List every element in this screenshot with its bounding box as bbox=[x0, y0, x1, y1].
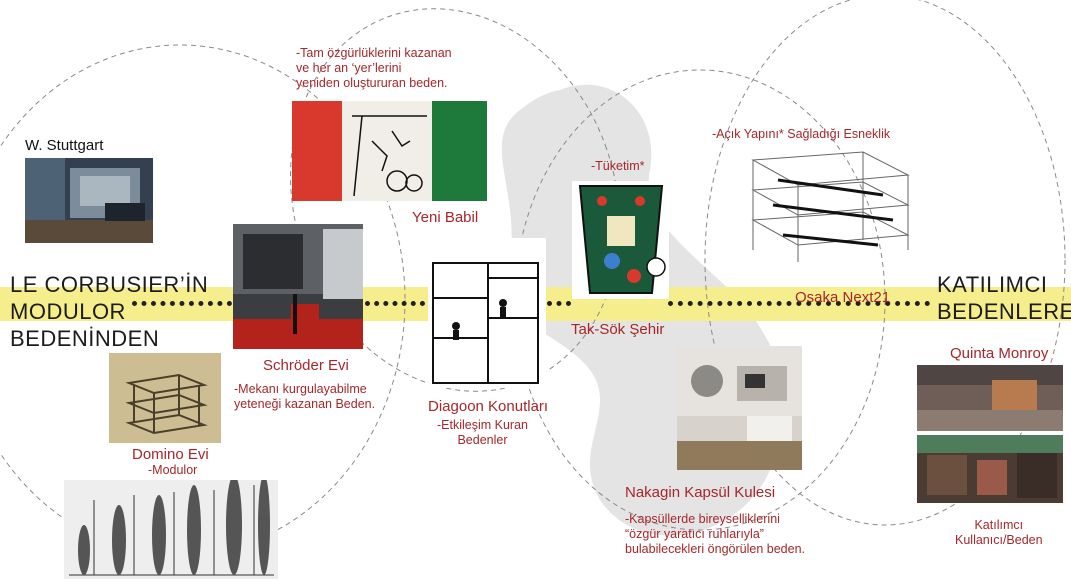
right-title: KATILIMCI BEDENLERE bbox=[937, 271, 1071, 325]
babil-label: Yeni Babil bbox=[412, 209, 479, 226]
acik-yapi-label: -Açık Yapını* Sağladığı Esneklik bbox=[712, 127, 891, 141]
taksok-label: Tak-Sök Şehir bbox=[571, 321, 665, 338]
schroder-description-line1: -Mekanı kurgulayabilme bbox=[234, 382, 367, 396]
stuttgart-label: W. Stuttgart bbox=[25, 137, 104, 154]
diagoon-description-line2: Bedenler bbox=[457, 433, 508, 447]
modulor-drawing bbox=[64, 480, 278, 579]
right-title-line2: BEDENLERE bbox=[937, 299, 1071, 324]
taksok-artwork bbox=[572, 181, 669, 299]
nakagin-description: -Kapsüllerde bireyselliklerini “özgür ya… bbox=[625, 512, 805, 557]
dotted-line-mid2 bbox=[547, 301, 571, 306]
ellipse-modulor bbox=[0, 44, 406, 556]
modulor-label: -Modulor bbox=[148, 463, 198, 477]
quinta-photo-1 bbox=[917, 365, 1063, 431]
schroder-photo bbox=[233, 224, 363, 349]
nakagin-description-line3: bulabilecekleri öngörülen beden. bbox=[625, 542, 805, 556]
schroder-label: Schröder Evi bbox=[263, 357, 349, 374]
diagoon-drawing bbox=[428, 238, 546, 388]
domino-photo bbox=[109, 353, 221, 443]
diagoon-description: -Etkileşim Kuran Bedenler bbox=[437, 418, 528, 448]
left-title-line1: LE CORBUSIER’İN bbox=[10, 272, 209, 297]
nakagin-description-line2: “özgür yaratıcı ruhlarıyla” bbox=[625, 527, 764, 541]
dotted-line-left bbox=[132, 301, 232, 306]
osaka-diagram bbox=[733, 150, 913, 265]
nakagin-description-line1: -Kapsüllerde bireyselliklerini bbox=[625, 512, 780, 526]
diagoon-description-line1: -Etkileşim Kuran bbox=[437, 418, 528, 432]
left-title-line2: MODULOR bbox=[10, 299, 126, 324]
katilimci-label: Katılımcı Kullanıcı/Beden bbox=[955, 518, 1043, 548]
ellipse-katilimci bbox=[704, 0, 1066, 526]
osaka-label: Osaka Next21 bbox=[795, 289, 891, 306]
dotted-line-right bbox=[668, 301, 930, 306]
babil-description-line2: ve her an ‘yer’lerini bbox=[296, 61, 402, 75]
babil-artwork bbox=[292, 101, 487, 201]
quinta-label: Quinta Monroy bbox=[950, 345, 1049, 362]
diagoon-label: Diagoon Konutları bbox=[428, 398, 549, 415]
schroder-description: -Mekanı kurgulayabilme yeteneği kazanan … bbox=[234, 382, 375, 412]
quinta-photo-2 bbox=[917, 435, 1063, 503]
left-title: LE CORBUSIER’İN MODULOR BEDENİNDEN bbox=[10, 271, 208, 352]
babil-description-line3: yeniden oluştururan beden. bbox=[296, 76, 448, 90]
left-title-line3: BEDENİNDEN bbox=[10, 326, 160, 351]
schroder-description-line2: yeteneği kazanan Beden. bbox=[234, 397, 376, 411]
ellipse-taksok bbox=[514, 69, 886, 531]
babil-description-line1: -Tam özgürlüklerini kazanan bbox=[296, 46, 452, 60]
babil-description: -Tam özgürlüklerini kazanan ve her an ‘y… bbox=[296, 46, 452, 91]
right-title-line1: KATILIMCI bbox=[937, 272, 1048, 297]
nakagin-label: Nakagin Kapsül Kulesi bbox=[625, 484, 776, 501]
katilimci-label-line1: Katılımcı bbox=[974, 518, 1024, 532]
domino-label: Domino Evi bbox=[132, 446, 209, 463]
tuketim-label: -Tüketim* bbox=[591, 159, 645, 173]
dotted-line-mid bbox=[365, 301, 425, 306]
stuttgart-photo bbox=[25, 158, 153, 243]
nakagin-photo bbox=[677, 346, 802, 470]
katilimci-label-line2: Kullanıcı/Beden bbox=[955, 533, 1043, 547]
